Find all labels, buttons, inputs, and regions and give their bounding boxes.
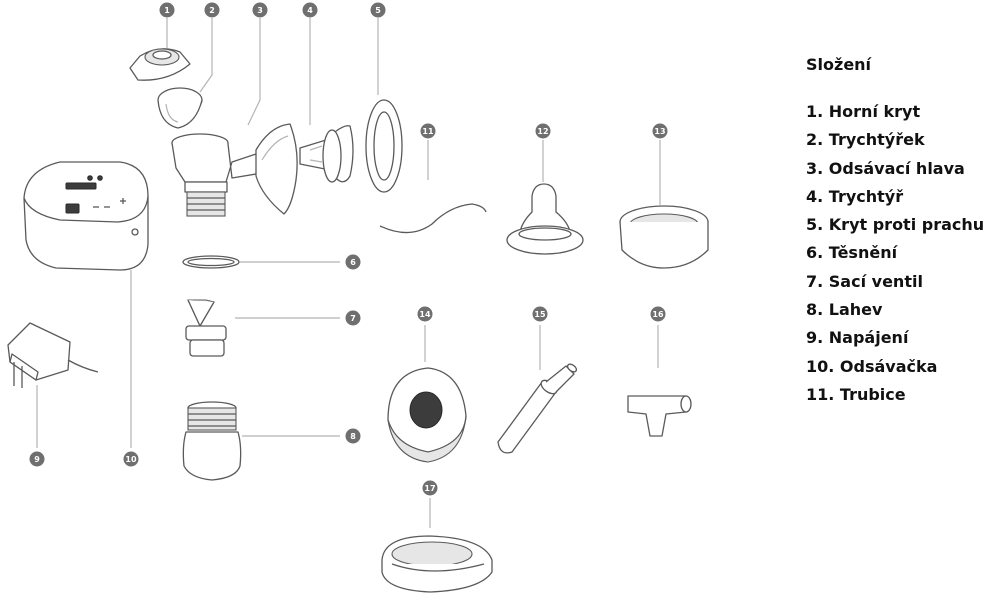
- legend-item: 2. Trychtýřek: [806, 130, 925, 150]
- part-power-adapter: [7, 322, 99, 388]
- legend-item: 11. Trubice: [806, 384, 906, 404]
- svg-text:8: 8: [350, 432, 356, 441]
- part-suction-valve: [185, 299, 227, 357]
- svg-text:10: 10: [125, 455, 137, 464]
- leader-lines: [36, 18, 661, 528]
- callout-badge-6: 6: [345, 254, 361, 270]
- part-teat: [506, 183, 584, 255]
- callout-badge-1: 1: [159, 2, 175, 18]
- callout-badge-4: 4: [302, 2, 318, 18]
- svg-text:5: 5: [375, 6, 381, 15]
- part-funnel: [255, 123, 298, 215]
- part-dome: [387, 367, 467, 463]
- svg-text:9: 9: [34, 455, 40, 464]
- svg-text:11: 11: [422, 127, 434, 136]
- svg-text:6: 6: [350, 258, 356, 267]
- legend-list: 1. Horní kryt 2. Trychtýřek 3. Odsávací …: [806, 98, 986, 409]
- svg-text:14: 14: [419, 310, 431, 319]
- callout-badge-15: 15: [532, 306, 548, 322]
- part-cylinder: [497, 363, 578, 454]
- callout-badge-7: 7: [345, 310, 361, 326]
- legend-item: 10. Odsávačka: [806, 356, 938, 376]
- legend-item: 1. Horní kryt: [806, 102, 921, 121]
- svg-text:3: 3: [257, 6, 263, 15]
- callout-badge-5: 5: [370, 2, 386, 18]
- callout-badge-13: 13: [652, 123, 668, 139]
- callout-badge-12: 12: [535, 123, 551, 139]
- svg-text:4: 4: [307, 6, 313, 15]
- legend-item: 4. Trychtýř: [806, 186, 904, 206]
- part-t-connector: [627, 395, 692, 437]
- svg-text:2: 2: [209, 6, 215, 15]
- legend-item: 3. Odsávací hlava: [806, 158, 965, 178]
- legend-item: 9. Napájení: [806, 328, 909, 348]
- legend-item: 7. Sací ventil: [806, 271, 923, 291]
- svg-text:13: 13: [654, 127, 665, 136]
- legend-item: 8. Lahev: [806, 300, 883, 320]
- legend: Složení 1. Horní kryt 2. Trychtýřek 3. O…: [806, 55, 986, 409]
- svg-text:16: 16: [652, 310, 664, 319]
- part-silicone-insert: [299, 125, 354, 183]
- legend-item: 5. Kryt proti prachu: [806, 215, 985, 235]
- part-gasket: [182, 255, 240, 269]
- callout-badge-16: 16: [650, 306, 666, 322]
- part-base-tray: [381, 535, 493, 593]
- svg-text:15: 15: [534, 310, 546, 319]
- svg-text:12: 12: [537, 127, 548, 136]
- callout-badge-17: 17: [422, 480, 438, 496]
- part-dust-cover: [365, 99, 403, 193]
- part-bottle-collar: [619, 205, 709, 269]
- part-tube: [379, 203, 487, 234]
- legend-item: 6. Těsnění: [806, 243, 898, 263]
- callout-badge-2: 2: [204, 2, 220, 18]
- part-suction-head: [171, 133, 269, 217]
- part-pump-unit: [23, 161, 149, 271]
- part-bottle: [182, 401, 242, 481]
- svg-text:17: 17: [424, 484, 435, 493]
- callout-badge-3: 3: [252, 2, 268, 18]
- legend-title: Složení: [806, 55, 872, 74]
- callout-badge-11: 11: [420, 123, 436, 139]
- callout-badge-10: 10: [123, 451, 139, 467]
- callout-badge-9: 9: [29, 451, 45, 467]
- svg-text:7: 7: [350, 314, 356, 323]
- svg-text:1: 1: [164, 6, 170, 15]
- part-top-cover: [129, 48, 191, 81]
- part-small-funnel: [157, 87, 203, 129]
- callout-badge-8: 8: [345, 428, 361, 444]
- callout-badge-14: 14: [417, 306, 433, 322]
